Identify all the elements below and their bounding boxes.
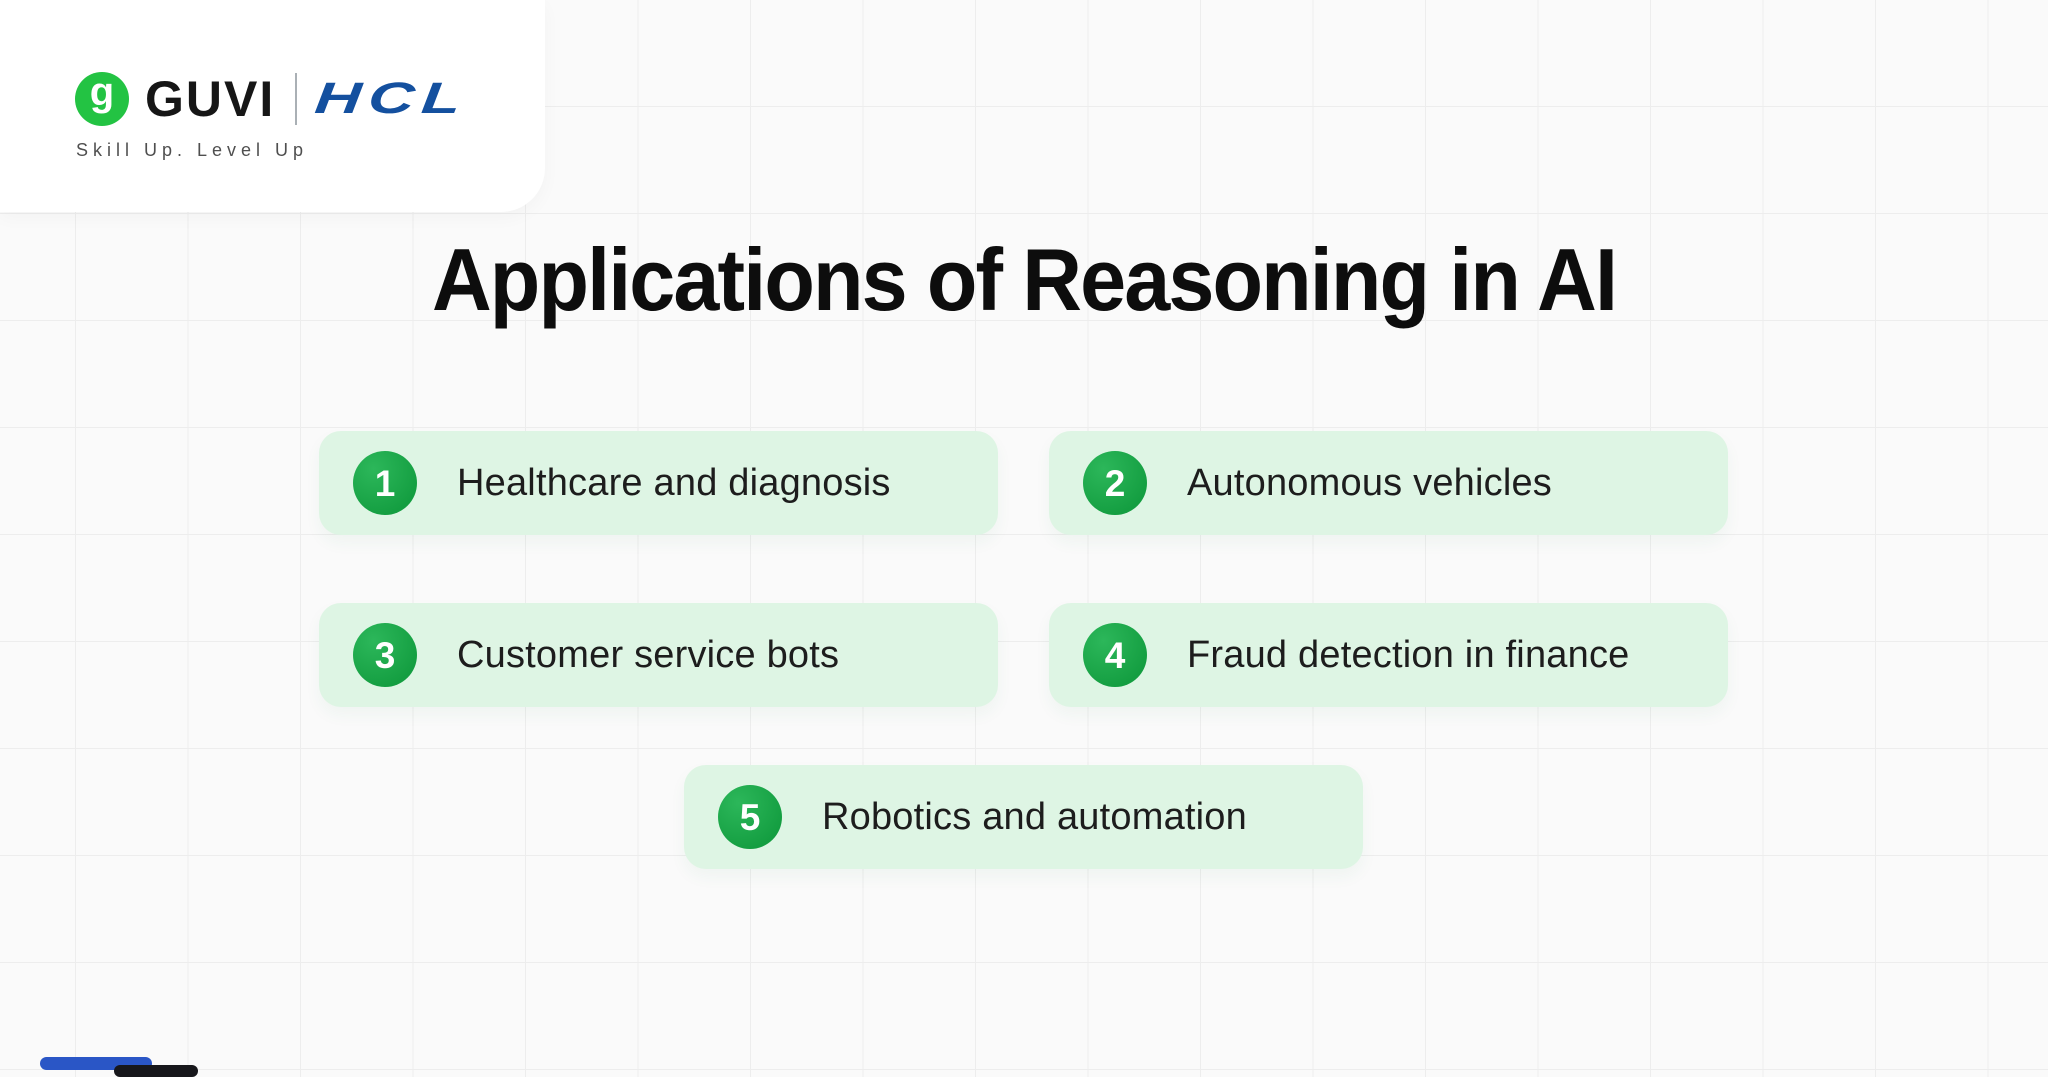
brand-tagline: Skill Up. Level Up: [76, 140, 309, 160]
application-card-2: 2 Autonomous vehicles: [1049, 431, 1728, 535]
card-label: Customer service bots: [457, 633, 840, 676]
application-card-5: 5 Robotics and automation: [684, 765, 1363, 869]
application-card-3: 3 Customer service bots: [319, 603, 998, 707]
guvi-logo-icon: g: [75, 72, 129, 126]
number-badge: 3: [353, 623, 417, 687]
card-label: Autonomous vehicles: [1187, 461, 1553, 504]
card-label: Robotics and automation: [822, 795, 1247, 838]
card-label: Healthcare and diagnosis: [457, 461, 891, 504]
number-badge: 5: [718, 785, 782, 849]
guvi-logo-glyph: g: [89, 70, 115, 114]
guvi-wordmark: GUVI: [145, 71, 276, 127]
page-title: Applications of Reasoning in AI: [431, 230, 1618, 329]
brand-lockup: g GUVI HCL: [75, 71, 471, 127]
hcl-wordmark: HCL: [312, 74, 471, 123]
logo-panel: g GUVI HCL Skill Up. Level Up: [0, 0, 545, 212]
card-label: Fraud detection in finance: [1187, 633, 1630, 676]
application-card-4: 4 Fraud detection in finance: [1049, 603, 1728, 707]
logo-divider: [295, 73, 298, 125]
number-badge: 2: [1083, 451, 1147, 515]
number-badge: 1: [353, 451, 417, 515]
number-badge: 4: [1083, 623, 1147, 687]
accent-bar-dark: [114, 1065, 198, 1077]
application-card-1: 1 Healthcare and diagnosis: [319, 431, 998, 535]
